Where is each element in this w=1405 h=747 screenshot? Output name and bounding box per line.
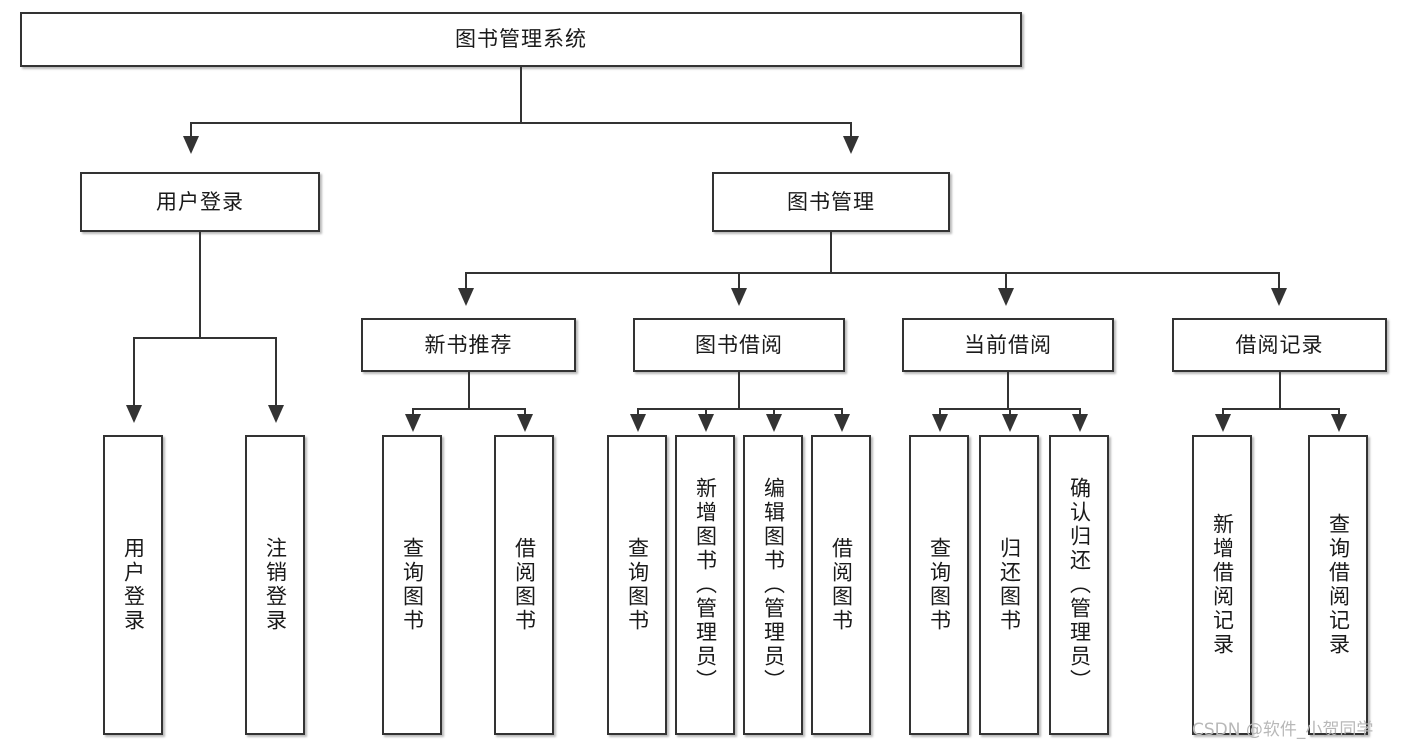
arrow-current-borrow-to-leaf-3 — [1072, 414, 1088, 432]
leaf-query-book-3[interactable]: 查询图书 — [909, 435, 969, 735]
connector-user-login-to-leaf-2 — [275, 337, 277, 407]
connector-book-borrow-to-leaf-1 — [637, 408, 639, 416]
connector-root-to-user-login — [190, 122, 192, 138]
node-label: 借阅图书 — [512, 537, 537, 633]
leaf-confirm-return-admin[interactable]: 确认归还（管理员） — [1049, 435, 1109, 735]
connector-root-bus — [190, 122, 852, 124]
leaf-query-book-1[interactable]: 查询图书 — [382, 435, 442, 735]
node-label: 借阅图书 — [829, 537, 854, 633]
csdn-watermark: CSDN @软件_小贺同学 — [1192, 720, 1374, 740]
arrow-book-borrow-to-leaf-4 — [834, 414, 850, 432]
arrow-user-login-to-leaf-1 — [126, 405, 142, 423]
connector-book-manage-to-borrow-record — [1278, 272, 1280, 290]
arrow-current-borrow-to-leaf-2 — [1002, 414, 1018, 432]
connector-new-book-bus — [412, 408, 526, 410]
connector-book-borrow-to-leaf-2 — [705, 408, 707, 416]
node-label: 用户登录 — [156, 189, 244, 214]
node-new-book-recommend[interactable]: 新书推荐 — [361, 318, 576, 372]
connector-root-to-book-manage — [850, 122, 852, 138]
arrow-borrow-record-to-leaf-2 — [1331, 414, 1347, 432]
connector-book-manage-stem — [830, 232, 832, 274]
arrow-book-borrow-to-leaf-1 — [630, 414, 646, 432]
node-label: 用户登录 — [121, 537, 146, 633]
arrow-root-to-user-login — [183, 136, 199, 154]
node-borrow-record[interactable]: 借阅记录 — [1172, 318, 1387, 372]
node-label: 新增借阅记录 — [1210, 513, 1235, 657]
connector-book-manage-to-book-borrow — [738, 272, 740, 290]
arrow-book-manage-to-current-borrow — [998, 288, 1014, 306]
arrow-book-manage-to-book-borrow — [731, 288, 747, 306]
connector-book-manage-to-current-borrow — [1005, 272, 1007, 290]
node-label: 注销登录 — [263, 537, 288, 633]
connector-book-borrow-stem — [738, 372, 740, 410]
node-label: 归还图书 — [997, 537, 1022, 633]
leaf-add-borrow-record[interactable]: 新增借阅记录 — [1192, 435, 1252, 735]
connector-borrow-record-stem — [1279, 372, 1281, 410]
arrow-book-manage-to-new-book — [458, 288, 474, 306]
arrow-root-to-book-manage — [843, 136, 859, 154]
arrow-book-borrow-to-leaf-2 — [698, 414, 714, 432]
arrow-book-manage-to-borrow-record — [1271, 288, 1287, 306]
connector-book-borrow-to-leaf-3 — [773, 408, 775, 416]
connector-current-borrow-stem — [1007, 372, 1009, 410]
node-label: 查询图书 — [927, 537, 952, 633]
leaf-query-book-2[interactable]: 查询图书 — [607, 435, 667, 735]
connector-new-book-to-leaf-2 — [524, 408, 526, 416]
arrow-current-borrow-to-leaf-1 — [932, 414, 948, 432]
node-label: 借阅记录 — [1235, 332, 1324, 357]
connector-root-stem — [520, 67, 522, 123]
node-book-borrow[interactable]: 图书借阅 — [633, 318, 845, 372]
node-label: 当前借阅 — [964, 332, 1052, 357]
connector-borrow-record-to-leaf-2 — [1338, 408, 1340, 416]
connector-new-book-to-leaf-1 — [412, 408, 414, 416]
node-current-borrow[interactable]: 当前借阅 — [902, 318, 1114, 372]
leaf-add-book-admin[interactable]: 新增图书（管理员） — [675, 435, 735, 735]
connector-user-login-to-leaf-1 — [133, 337, 135, 407]
node-label: 确认归还（管理员） — [1067, 477, 1092, 693]
leaf-borrow-book-1[interactable]: 借阅图书 — [494, 435, 554, 735]
connector-book-manage-bus — [465, 272, 1280, 274]
node-label: 查询图书 — [400, 537, 425, 633]
node-label: 查询图书 — [625, 537, 650, 633]
connector-book-manage-to-new-book — [465, 272, 467, 290]
connector-book-borrow-to-leaf-4 — [841, 408, 843, 416]
leaf-query-borrow-record[interactable]: 查询借阅记录 — [1308, 435, 1368, 735]
connector-current-borrow-to-leaf-2 — [1009, 408, 1011, 416]
connector-user-login-bus — [133, 337, 277, 339]
node-label: 新书推荐 — [424, 332, 513, 357]
connector-book-borrow-bus — [637, 408, 842, 410]
node-label: 图书管理系统 — [455, 27, 587, 51]
leaf-logout-login[interactable]: 注销登录 — [245, 435, 305, 735]
leaf-edit-book-admin[interactable]: 编辑图书（管理员） — [743, 435, 803, 735]
connector-borrow-record-to-leaf-1 — [1222, 408, 1224, 416]
arrow-user-login-to-leaf-2 — [268, 405, 284, 423]
leaf-user-login[interactable]: 用户登录 — [103, 435, 163, 735]
node-book-manage[interactable]: 图书管理 — [712, 172, 950, 232]
node-label: 图书管理 — [787, 189, 875, 214]
node-label: 新增图书（管理员） — [693, 477, 718, 693]
leaf-return-book[interactable]: 归还图书 — [979, 435, 1039, 735]
node-label: 查询借阅记录 — [1326, 513, 1351, 657]
node-user-login[interactable]: 用户登录 — [80, 172, 320, 232]
connector-user-login-stem — [199, 232, 201, 338]
node-label: 图书借阅 — [695, 332, 783, 357]
leaf-borrow-book-2[interactable]: 借阅图书 — [811, 435, 871, 735]
arrow-borrow-record-to-leaf-1 — [1215, 414, 1231, 432]
connector-current-borrow-to-leaf-1 — [939, 408, 941, 416]
node-label: 编辑图书（管理员） — [761, 477, 786, 693]
arrow-new-book-to-leaf-1 — [405, 414, 421, 432]
node-book-management-system[interactable]: 图书管理系统 — [20, 12, 1022, 67]
connector-current-borrow-to-leaf-3 — [1079, 408, 1081, 416]
arrow-new-book-to-leaf-2 — [517, 414, 533, 432]
connector-new-book-stem — [468, 372, 470, 410]
arrow-book-borrow-to-leaf-3 — [766, 414, 782, 432]
connector-borrow-record-bus — [1222, 408, 1340, 410]
